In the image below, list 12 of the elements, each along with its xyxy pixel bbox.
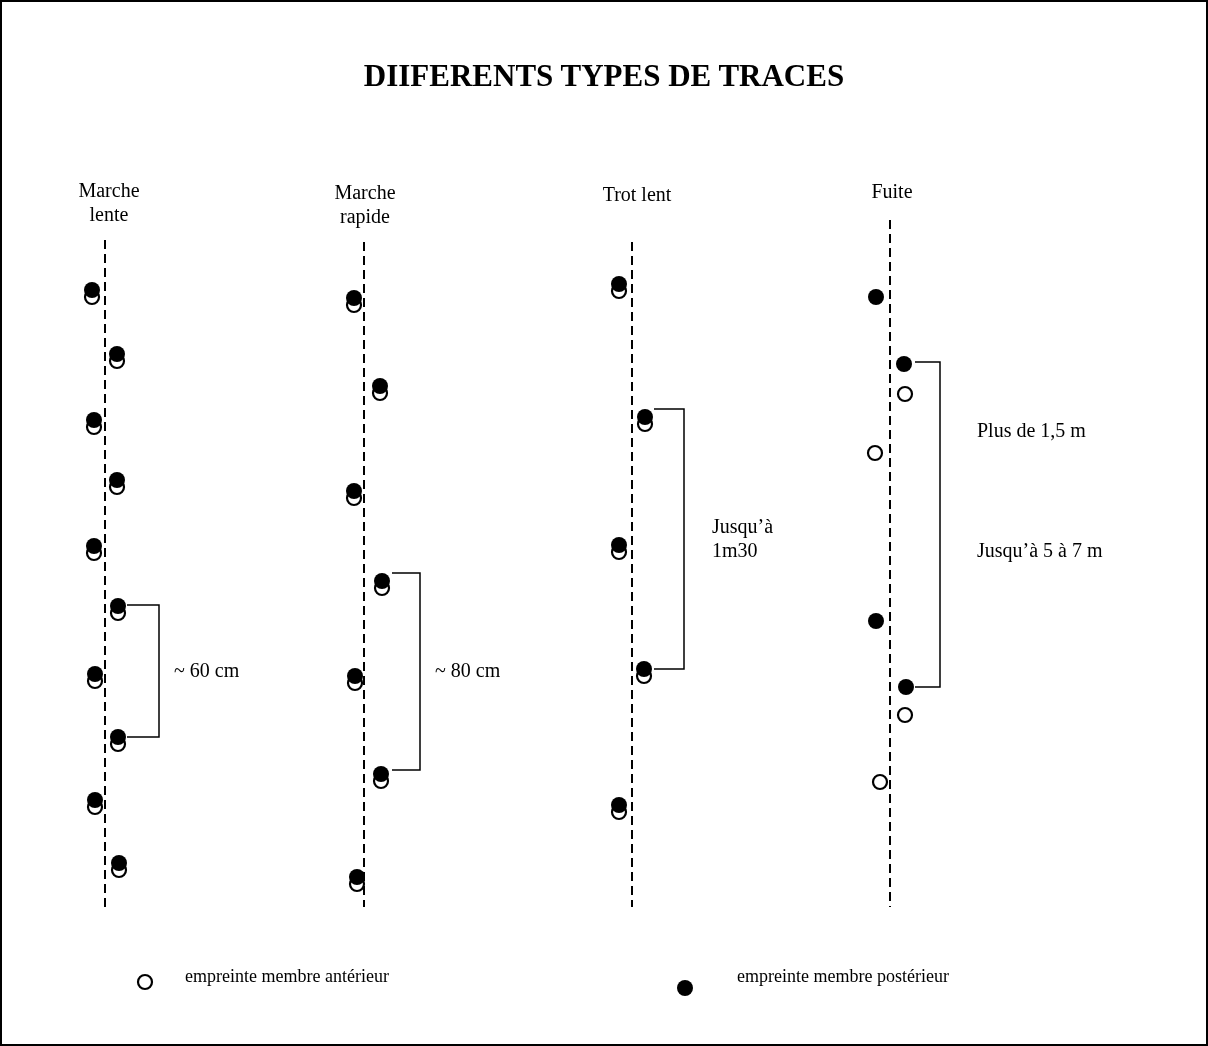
dimension-label: ~ 60 cm — [174, 658, 241, 682]
column-heading: Fuite — [870, 179, 914, 203]
title: DIIFERENTS TYPES DE TRACES — [362, 58, 846, 94]
dimension-label: Plus de 1,5 m — [977, 418, 1087, 442]
dimension-label: Jusqu’à 1m30 — [712, 514, 775, 562]
legend-label: empreinte membre antérieur — [185, 965, 389, 988]
column-heading: Marche lente — [77, 178, 141, 226]
column-heading: Marche rapide — [333, 180, 397, 228]
legend-label: empreinte membre postérieur — [737, 965, 949, 988]
dimension-label: Jusqu’à 5 à 7 m — [977, 538, 1104, 562]
dimension-label: ~ 80 cm — [435, 658, 502, 682]
column-heading: Trot lent — [601, 182, 673, 206]
